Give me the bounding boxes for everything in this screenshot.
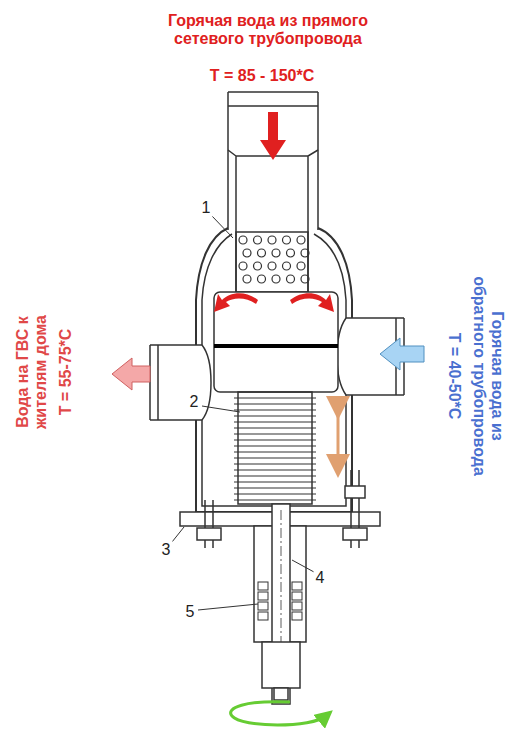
inlet-arrow <box>380 338 424 370</box>
bellows-fold <box>234 427 316 428</box>
temperature-label: T = 85 - 150*C <box>162 67 362 85</box>
hole <box>297 236 305 244</box>
outlet-nozzle <box>150 345 202 420</box>
hole <box>301 275 309 283</box>
bellows-fold <box>234 439 316 440</box>
packing-ring <box>292 612 302 620</box>
seal-ring <box>214 344 338 348</box>
packing-ring <box>292 582 302 590</box>
leader-line <box>292 560 314 572</box>
bellows-fold <box>234 397 316 398</box>
outlet-nozzle <box>202 345 211 420</box>
hole <box>268 262 276 270</box>
leader-line <box>212 216 233 238</box>
hole <box>268 236 276 244</box>
motion-arrow <box>337 408 340 466</box>
packing-ring <box>258 612 268 620</box>
bellows-fold <box>234 451 316 452</box>
bellows-fold <box>234 415 316 416</box>
bellows-fold <box>234 421 316 422</box>
nut <box>197 528 221 540</box>
bellows-fold <box>234 433 316 434</box>
nut <box>345 486 365 498</box>
hole <box>254 262 262 270</box>
gland-nut <box>262 642 300 688</box>
bellows-fold <box>234 403 316 404</box>
callout-number: 5 <box>184 603 197 621</box>
bellows-folds <box>234 398 316 500</box>
bellows-fold <box>234 463 316 464</box>
hole <box>258 275 266 283</box>
flow-label: Вода на ГВС к жителям дома <box>14 302 51 442</box>
bellows-fold <box>234 475 316 476</box>
packing-ring <box>258 602 268 610</box>
bellows-fold <box>234 469 316 470</box>
hole <box>301 249 309 257</box>
packing-ring <box>292 602 302 610</box>
inner-pipe <box>228 150 318 292</box>
flow-label: Горячая вода из обратного трубопровода <box>470 256 507 496</box>
hole <box>283 262 291 270</box>
temperature-label: T = 55-75*C <box>57 302 75 442</box>
stem-tip <box>274 688 288 700</box>
hole <box>287 275 295 283</box>
bellows-fold <box>234 409 316 410</box>
perforation-holes <box>239 236 309 283</box>
packing <box>258 582 302 620</box>
nut <box>343 528 367 540</box>
rotation-arrow <box>231 702 326 725</box>
flow-arrow <box>214 293 258 312</box>
bellows-fold <box>234 445 316 446</box>
leader-line <box>198 604 258 610</box>
packing-ring <box>258 582 268 590</box>
hole <box>272 249 280 257</box>
hole <box>239 236 247 244</box>
flow-arrow <box>290 293 334 312</box>
packing-ring <box>292 592 302 600</box>
bellows-fold <box>234 481 316 482</box>
temperature-label: T = 40-50*C <box>445 296 463 456</box>
housing-inner <box>202 234 346 506</box>
hole <box>239 262 247 270</box>
outlet-arrow <box>112 358 150 390</box>
hole <box>283 236 291 244</box>
inlet-pipe <box>228 92 318 230</box>
perforated-cylinder <box>236 232 308 292</box>
leader-line <box>202 406 240 412</box>
hole <box>258 249 266 257</box>
callout-number: 3 <box>160 541 173 559</box>
hole <box>272 275 280 283</box>
hole <box>254 236 262 244</box>
callout-number: 2 <box>188 393 201 411</box>
callout-number: 4 <box>314 569 327 587</box>
hole <box>287 249 295 257</box>
bellows-fold <box>234 457 316 458</box>
callout-number: 1 <box>200 199 213 217</box>
piston <box>214 292 338 392</box>
flow-arrow <box>260 112 286 160</box>
leader-line <box>172 527 184 542</box>
bellows-fold <box>234 493 316 494</box>
bellows-fold <box>234 499 316 500</box>
hole <box>297 262 305 270</box>
hole <box>243 275 251 283</box>
packing-ring <box>258 592 268 600</box>
bellows-fold <box>234 487 316 488</box>
housing <box>196 228 352 512</box>
hole <box>243 249 251 257</box>
flow-label: Горячая вода из прямого сетевого трубопр… <box>118 12 418 49</box>
bellows <box>238 392 312 504</box>
